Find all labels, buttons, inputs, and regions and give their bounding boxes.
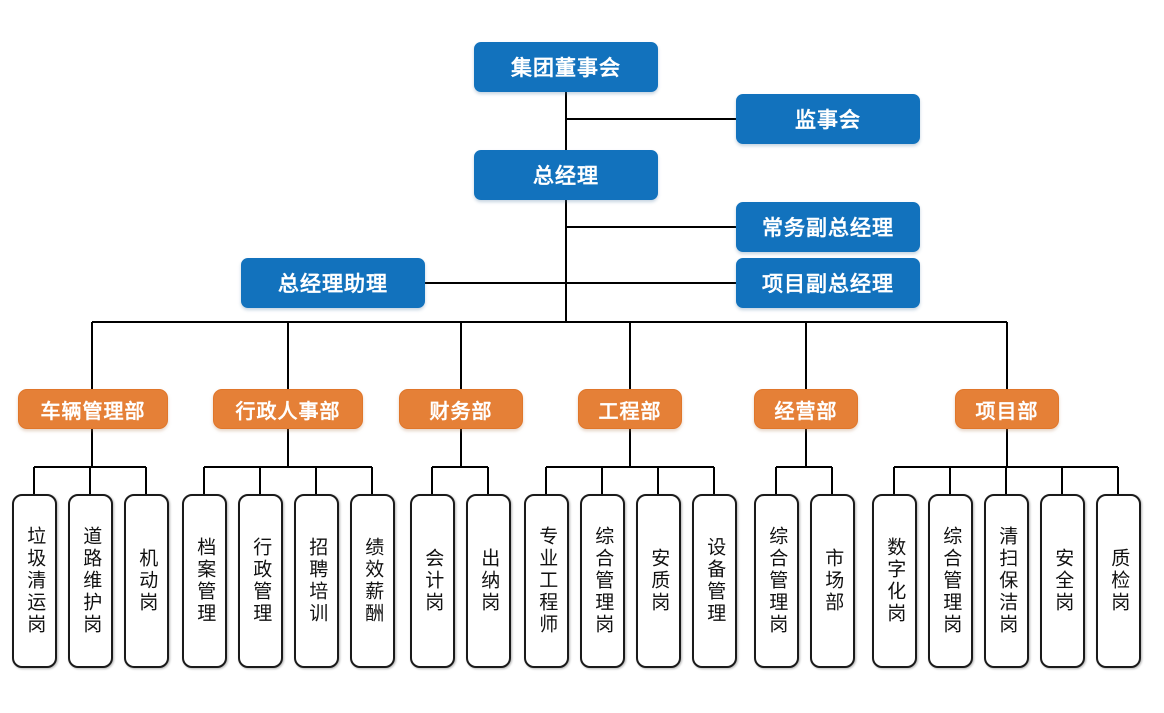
department-label: 经营部 bbox=[774, 400, 838, 423]
node-executive-deputy-gm-label: 常务副总经理 bbox=[762, 217, 894, 240]
node-post[interactable]: 综合管理岗 bbox=[580, 494, 625, 668]
post-label: 安全岗 bbox=[1052, 548, 1074, 614]
node-department-finance[interactable]: 财务部 bbox=[399, 389, 523, 429]
node-post[interactable]: 安质岗 bbox=[636, 494, 681, 668]
node-post[interactable]: 招聘培训 bbox=[294, 494, 339, 668]
node-post[interactable]: 安全岗 bbox=[1040, 494, 1085, 668]
post-label: 行政管理 bbox=[250, 537, 272, 625]
department-label: 财务部 bbox=[429, 400, 493, 423]
post-label: 数字化岗 bbox=[884, 537, 906, 625]
node-gm-assistant[interactable]: 总经理助理 bbox=[241, 258, 425, 308]
node-post[interactable]: 综合管理岗 bbox=[928, 494, 973, 668]
post-label: 设备管理 bbox=[704, 537, 726, 625]
node-post[interactable]: 市场部 bbox=[810, 494, 855, 668]
post-label: 道路维护岗 bbox=[80, 526, 102, 636]
node-post[interactable]: 出纳岗 bbox=[466, 494, 511, 668]
post-label: 清扫保洁岗 bbox=[996, 526, 1018, 636]
node-department-admin-hr[interactable]: 行政人事部 bbox=[213, 389, 363, 429]
post-label: 会计岗 bbox=[422, 548, 444, 614]
node-project-deputy-gm-label: 项目副总经理 bbox=[762, 273, 894, 296]
post-label: 质检岗 bbox=[1108, 548, 1130, 614]
node-project-deputy-gm[interactable]: 项目副总经理 bbox=[736, 258, 920, 308]
node-post[interactable]: 档案管理 bbox=[182, 494, 227, 668]
post-label: 安质岗 bbox=[648, 548, 670, 614]
node-post[interactable]: 专业工程师 bbox=[524, 494, 569, 668]
node-post[interactable]: 绩效薪酬 bbox=[350, 494, 395, 668]
post-label: 出纳岗 bbox=[478, 548, 500, 614]
department-label: 工程部 bbox=[598, 400, 662, 423]
post-label: 综合管理岗 bbox=[766, 526, 788, 636]
post-label: 档案管理 bbox=[194, 537, 216, 625]
post-label: 市场部 bbox=[822, 548, 844, 614]
post-label: 机动岗 bbox=[136, 548, 158, 614]
node-department-project[interactable]: 项目部 bbox=[955, 389, 1059, 429]
node-post[interactable]: 数字化岗 bbox=[872, 494, 917, 668]
node-department-vehicle-management[interactable]: 车辆管理部 bbox=[18, 389, 168, 429]
department-label: 车辆管理部 bbox=[40, 400, 146, 423]
post-label: 垃圾清运岗 bbox=[24, 526, 46, 636]
node-supervisory-board-label: 监事会 bbox=[795, 109, 861, 132]
node-general-manager[interactable]: 总经理 bbox=[474, 150, 658, 200]
department-label: 项目部 bbox=[975, 400, 1039, 423]
node-post[interactable]: 行政管理 bbox=[238, 494, 283, 668]
node-post[interactable]: 质检岗 bbox=[1096, 494, 1141, 668]
node-department-engineering[interactable]: 工程部 bbox=[578, 389, 682, 429]
post-label: 招聘培训 bbox=[306, 537, 328, 625]
node-executive-deputy-gm[interactable]: 常务副总经理 bbox=[736, 202, 920, 252]
node-post[interactable]: 机动岗 bbox=[124, 494, 169, 668]
node-gm-assistant-label: 总经理助理 bbox=[278, 273, 388, 296]
post-label: 综合管理岗 bbox=[592, 526, 614, 636]
node-post[interactable]: 清扫保洁岗 bbox=[984, 494, 1029, 668]
node-post[interactable]: 道路维护岗 bbox=[68, 494, 113, 668]
department-label: 行政人事部 bbox=[235, 400, 341, 423]
node-post[interactable]: 综合管理岗 bbox=[754, 494, 799, 668]
node-post[interactable]: 垃圾清运岗 bbox=[12, 494, 57, 668]
node-post[interactable]: 设备管理 bbox=[692, 494, 737, 668]
post-label: 综合管理岗 bbox=[940, 526, 962, 636]
node-post[interactable]: 会计岗 bbox=[410, 494, 455, 668]
node-general-manager-label: 总经理 bbox=[533, 165, 599, 188]
node-department-business[interactable]: 经营部 bbox=[754, 389, 858, 429]
node-board-label: 集团董事会 bbox=[511, 57, 621, 80]
node-supervisory-board[interactable]: 监事会 bbox=[736, 94, 920, 144]
node-board[interactable]: 集团董事会 bbox=[474, 42, 658, 92]
post-label: 绩效薪酬 bbox=[362, 537, 384, 625]
post-label: 专业工程师 bbox=[536, 526, 558, 636]
